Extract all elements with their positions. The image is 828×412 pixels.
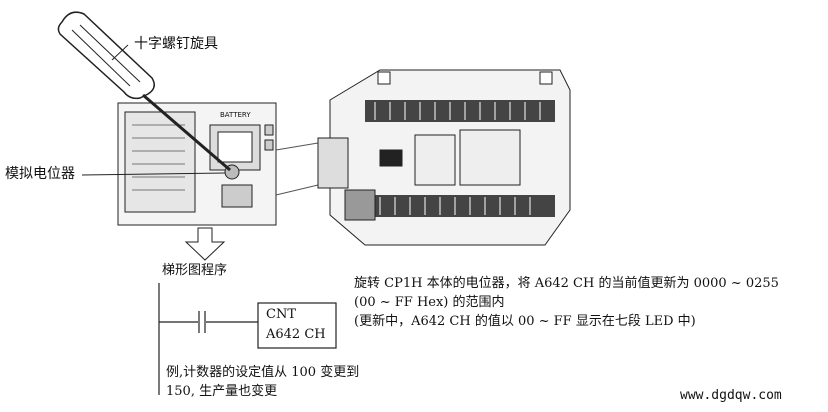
zoomed-panel <box>117 102 277 226</box>
plc-unit-illustration <box>317 69 571 246</box>
description-line-3: (更新中，A642 CH 的值以 00 ~ FF 显示在七段 LED 中) <box>354 314 696 329</box>
battery-label: BATTERY <box>220 111 251 119</box>
example-line-2: 150, 生产量也变更 <box>166 384 278 399</box>
seven-segment-led <box>379 149 403 167</box>
screwdriver-leader <box>111 44 129 61</box>
screwdriver-label: 十字螺钉旋具 <box>134 36 218 52</box>
down-arrow-icon <box>184 227 226 261</box>
cnt-box <box>257 302 337 349</box>
potentiometer-leader <box>81 172 226 176</box>
description-line-1: 旋转 CP1H 本体的电位器，将 A642 CH 的当前值更新为 0000 ~ … <box>354 276 779 291</box>
description-line-2: (00 ~ FF Hex) 的范围内 <box>354 295 505 310</box>
ladder-title: 梯形图程序 <box>162 263 228 278</box>
potentiometer-label: 模拟电位器 <box>5 166 75 182</box>
ladder-diagram <box>158 283 337 395</box>
cnt-label: CNT <box>266 307 296 322</box>
cnt-operand: A642 CH <box>266 327 326 342</box>
screwdriver-illustration <box>57 11 231 172</box>
example-line-1: 例,计数器的设定值从 100 变更到 <box>166 365 360 380</box>
watermark: www.dgdqw.com <box>680 388 782 403</box>
